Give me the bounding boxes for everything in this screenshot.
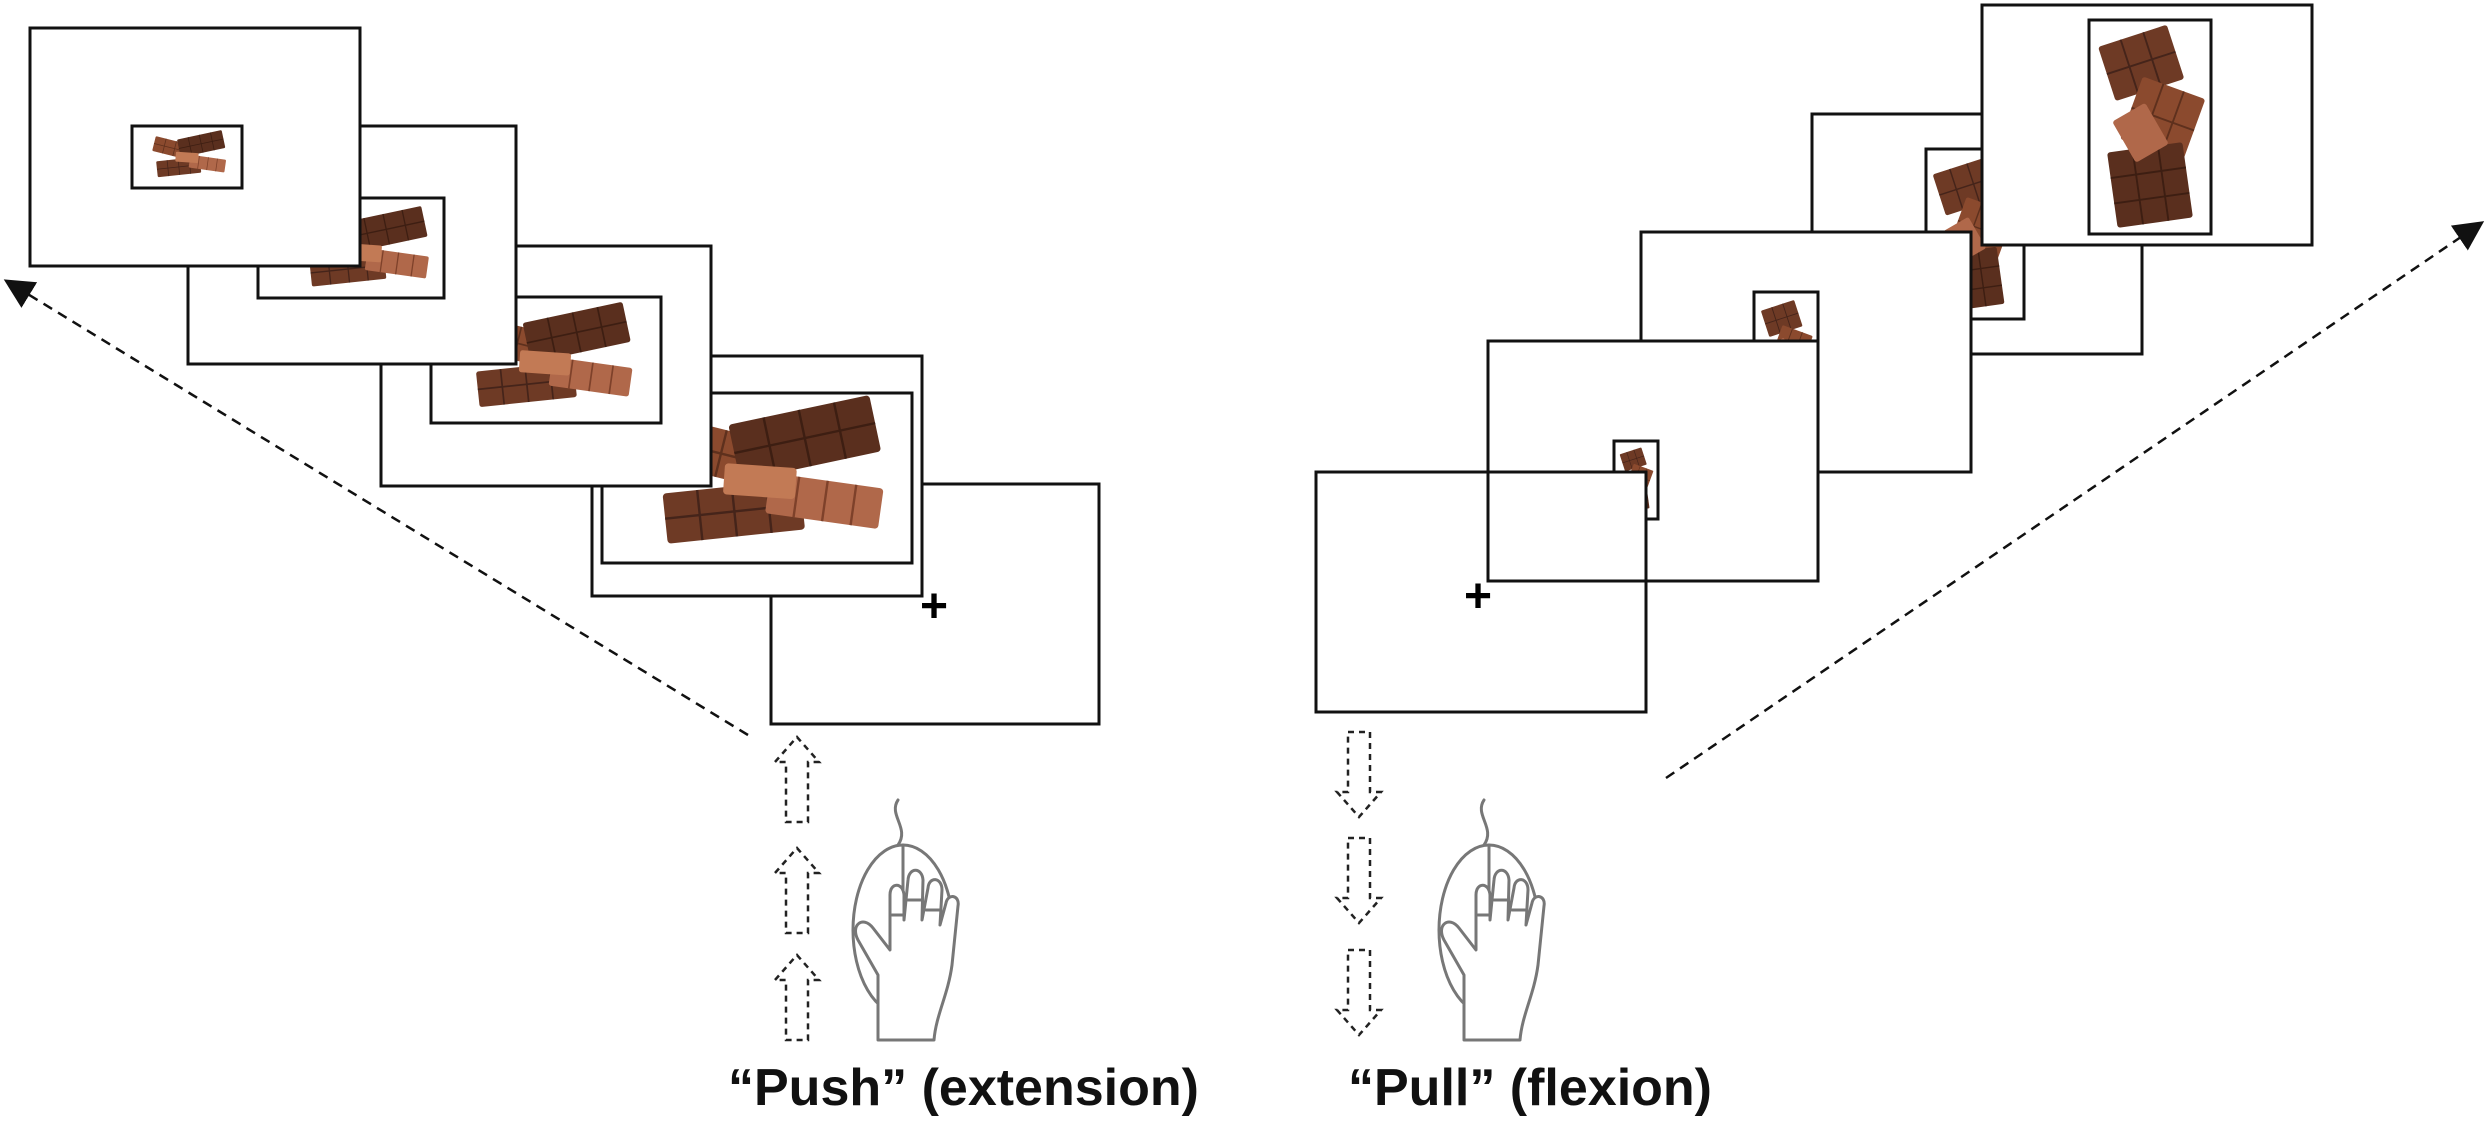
pull-fixation-frame: +	[1314, 339, 1820, 714]
fixation-cross: +	[920, 580, 948, 633]
dashed-down-arrow-icon	[1335, 730, 1383, 819]
dashed-up-arrow-icon	[773, 953, 821, 1042]
pull-stack: +	[1314, 3, 2314, 714]
hand-on-mouse-icon	[1437, 798, 1546, 1042]
dashed-down-arrow-icon	[1335, 948, 1383, 1037]
dashed-up-arrow-icon	[773, 735, 821, 824]
push-frame-1b	[28, 26, 362, 268]
push-direction-arrow	[3, 279, 749, 737]
fixation-cross: +	[1464, 570, 1492, 623]
dashed-up-arrow-icon	[773, 846, 821, 935]
pull-direction-arrow	[1665, 221, 2485, 780]
dashed-down-arrow-icon	[1335, 836, 1383, 925]
pull-caption: “Pull” (flexion)	[1348, 1059, 1712, 1117]
pull-arrows	[1335, 730, 1383, 1037]
push-caption: “Push” (extension)	[728, 1059, 1199, 1117]
push-stack: +	[28, 26, 1101, 726]
push-arrows	[773, 735, 821, 1042]
pull-frame-2-top	[1486, 339, 1820, 583]
hand-on-mouse-icon	[851, 798, 960, 1042]
